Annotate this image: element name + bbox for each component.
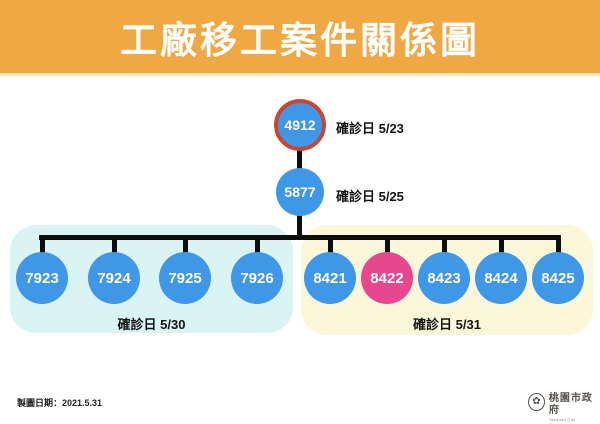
case-node-root: 4912: [274, 99, 326, 151]
drop-connector-8421: [328, 238, 333, 254]
drop-connector-8423: [442, 238, 447, 254]
drop-connector-8425: [556, 238, 561, 254]
case-node-child: 5877: [276, 168, 324, 216]
branch-horizontal-line: [39, 235, 561, 240]
logo-text-block: 桃園市政府 Taoyuan City Government: [549, 393, 600, 424]
taoyuan-seal-icon: ✿: [528, 393, 545, 411]
connector-root-to-child: [297, 148, 302, 170]
date-label-root: 確診日 5/23: [336, 121, 404, 136]
case-node-8421: 8421: [304, 252, 356, 304]
date-label-child: 確診日 5/25: [336, 189, 404, 204]
case-node-8422: 8422: [361, 252, 413, 304]
case-node-8423: 8423: [418, 252, 470, 304]
made-date-label: 製圖日期：2021.5.31: [17, 398, 103, 408]
drop-connector-7924: [112, 238, 117, 254]
org-name-label: 桃園市政府: [548, 393, 593, 416]
case-node-7924: 7924: [88, 252, 140, 304]
header-banner: 工廠移工案件關係圖: [0, 0, 600, 76]
connector-child-to-branch: [297, 214, 302, 240]
drop-connector-7926: [255, 238, 260, 254]
case-node-7925: 7925: [159, 252, 211, 304]
date-label-group-may30: 確診日 5/30: [117, 317, 186, 332]
drop-connector-8422: [385, 238, 390, 254]
drop-connector-8424: [499, 238, 504, 254]
org-name-en-label: Taoyuan City Government: [548, 417, 576, 424]
case-node-8424: 8424: [475, 252, 527, 304]
page-title: 工廠移工案件關係圖: [120, 19, 480, 61]
date-label-group-may31: 確診日 5/31: [413, 317, 481, 332]
case-node-7923: 7923: [16, 252, 68, 304]
drop-connector-7925: [183, 238, 188, 254]
drop-connector-7923: [40, 238, 45, 254]
case-node-7926: 7926: [231, 252, 283, 304]
taoyuan-gov-logo: ✿ 桃園市政府 Taoyuan City Government: [528, 393, 600, 424]
case-node-8425: 8425: [532, 252, 584, 304]
